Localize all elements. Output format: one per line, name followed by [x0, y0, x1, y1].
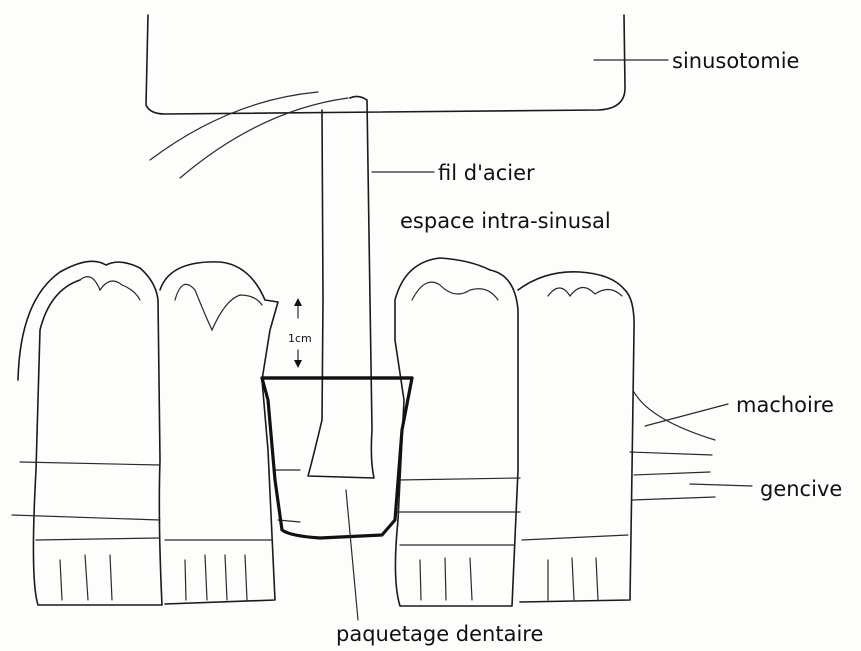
- jaw-line-2: [630, 452, 712, 455]
- label-paquetage-dentaire: paquetage dentaire: [336, 622, 543, 646]
- steel-wire: [308, 96, 374, 478]
- label-sinusotomie: sinusotomie: [672, 49, 799, 73]
- label-espace-intra-sinusal: espace intra-sinusal: [400, 209, 611, 233]
- sinus-curve-left: [150, 92, 318, 160]
- tooth-right-1-cusp: [412, 282, 498, 300]
- tooth-right-2-cusp: [548, 287, 622, 296]
- tooth-left-1-cusp: [80, 277, 140, 300]
- crown-ridges: [60, 555, 598, 600]
- tooth-left-2-cusp: [175, 284, 262, 330]
- leader-gencive: [690, 484, 752, 486]
- label-machoire: machoire: [736, 393, 834, 417]
- tooth-left-1: [18, 261, 162, 605]
- leader-paquetage: [346, 490, 358, 620]
- tooth-left-2: [160, 262, 278, 604]
- sinusotomy-window: [146, 15, 625, 114]
- tooth-right-2: [518, 272, 634, 602]
- gingiva-line-lower: [12, 497, 715, 522]
- label-gencive: gencive: [760, 477, 842, 501]
- dental-packing: [262, 378, 412, 538]
- label-fil-acier: fil d'acier: [438, 161, 535, 185]
- jaw-line-1: [634, 392, 715, 440]
- label-1cm: 1cm: [288, 332, 312, 345]
- tooth-right-1: [395, 258, 518, 606]
